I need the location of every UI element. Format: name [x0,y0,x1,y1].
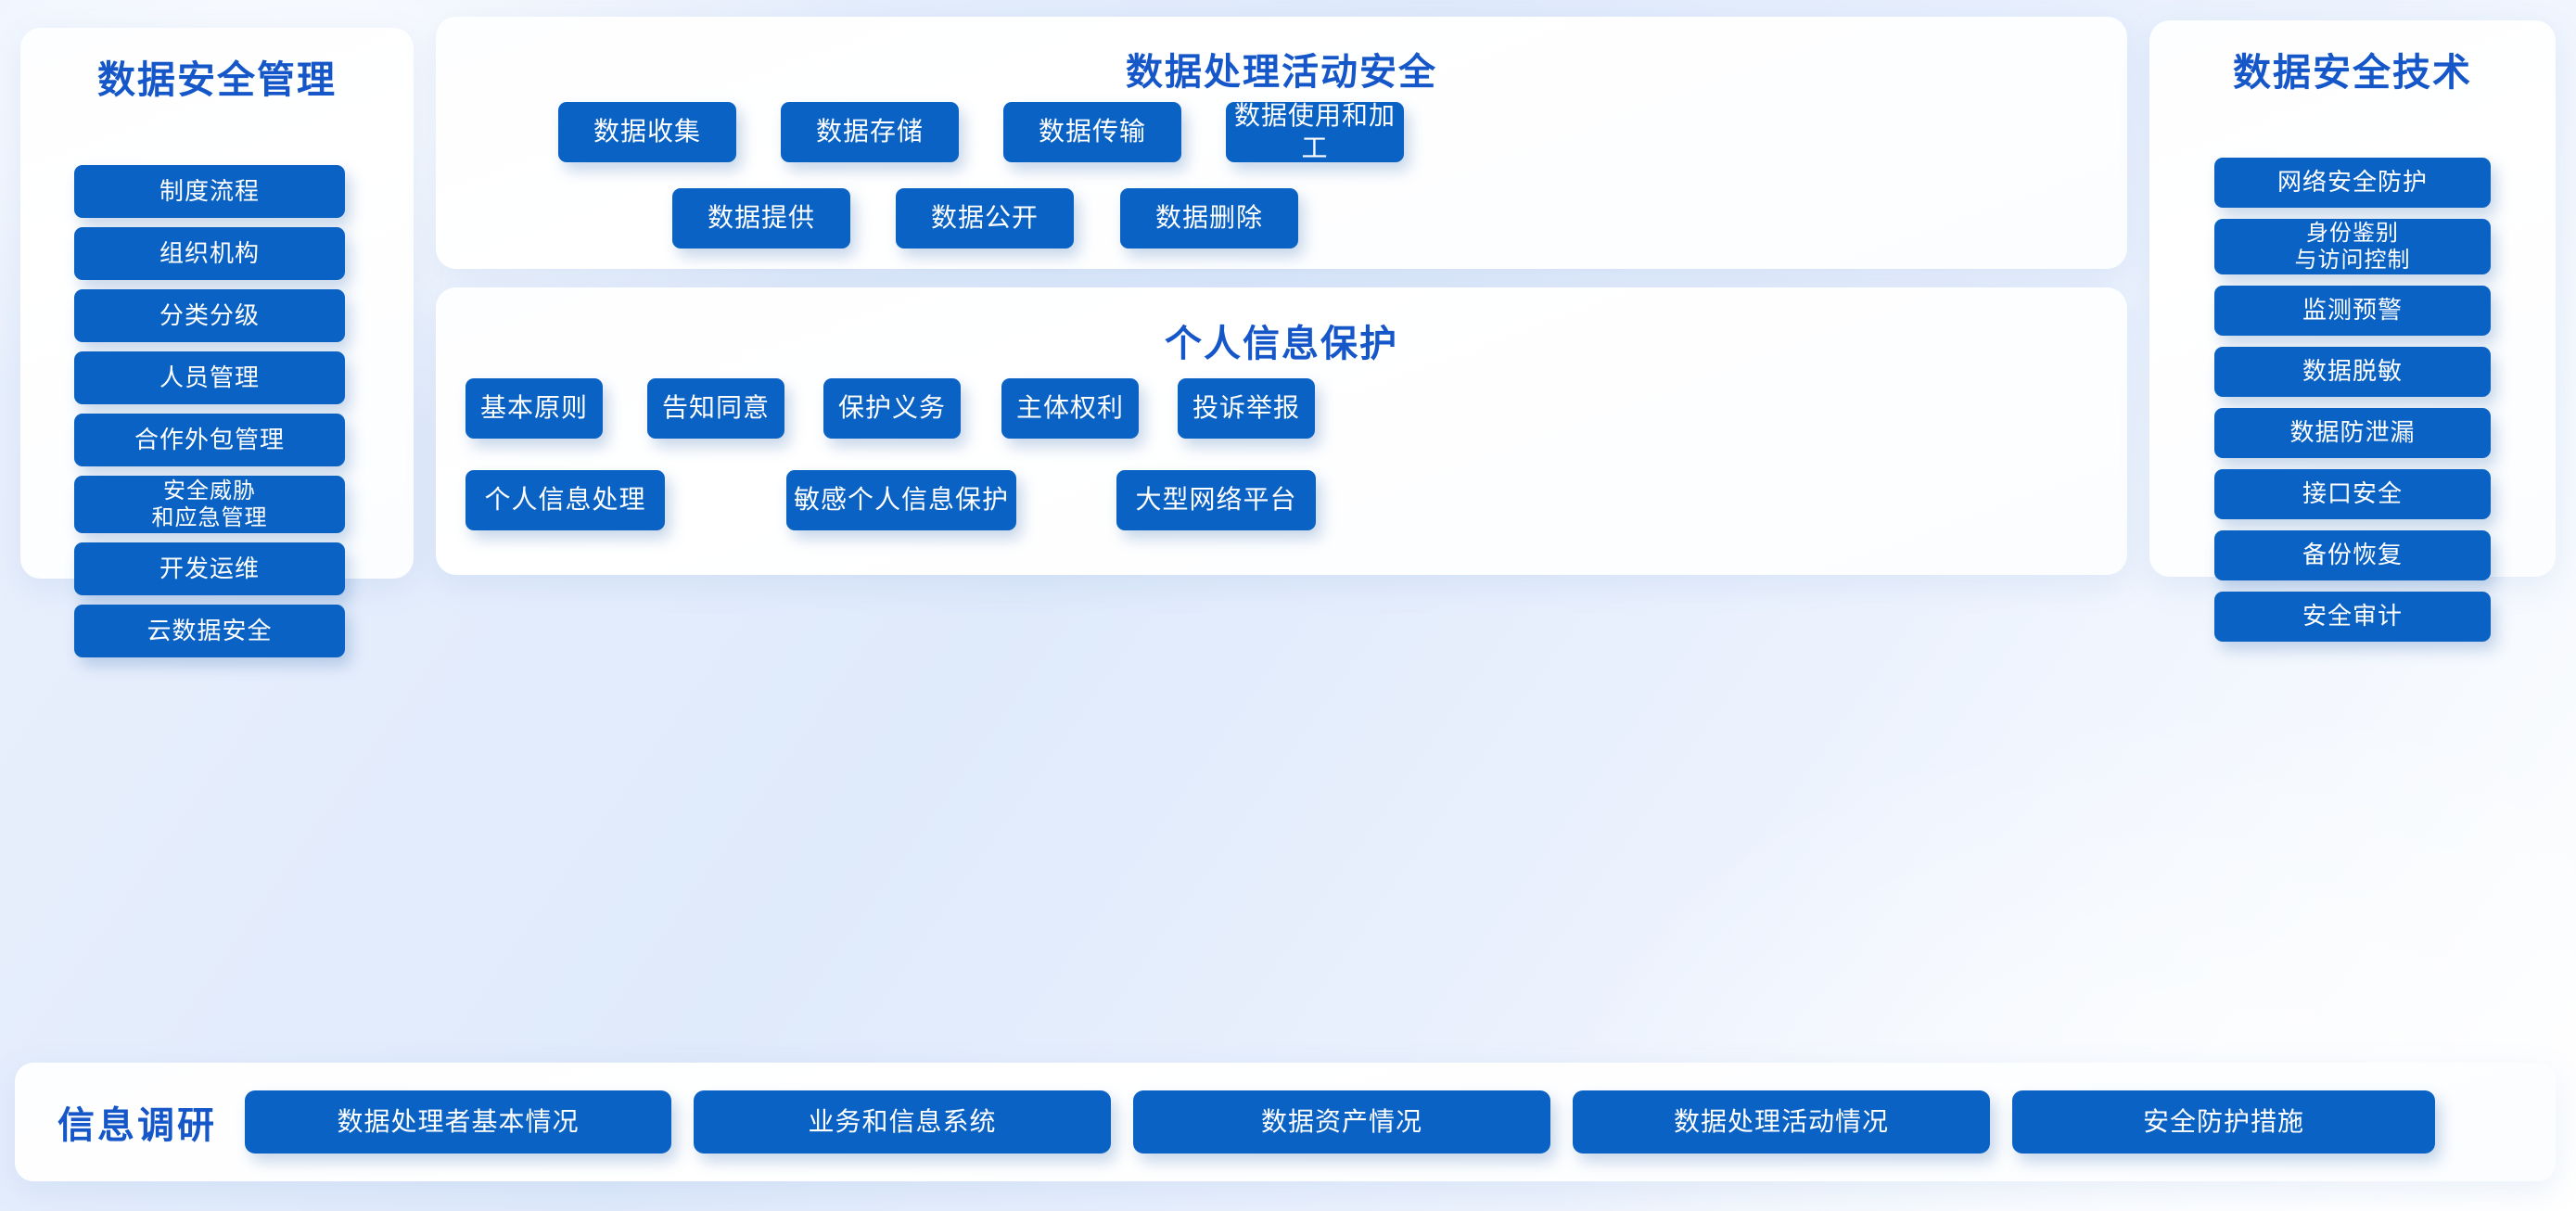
chip-system-process[interactable]: 制度流程 [74,165,345,218]
chip-outsourcing-management[interactable]: 合作外包管理 [74,414,345,466]
chip-organization[interactable]: 组织机构 [74,227,345,280]
chip-devops[interactable]: 开发运维 [74,542,345,595]
chip-data-leak-prevention[interactable]: 数据防泄漏 [2214,408,2491,458]
chip-data-processing-activity-status[interactable]: 数据处理活动情况 [1573,1090,1990,1154]
chip-network-security-protection[interactable]: 网络安全防护 [2214,158,2491,208]
chip-sensitive-personal-information-protection[interactable]: 敏感个人信息保护 [786,470,1016,530]
chip-data-masking[interactable]: 数据脱敏 [2214,347,2491,397]
chip-security-audit[interactable]: 安全审计 [2214,592,2491,642]
panel-data-security-management: 数据安全管理 制度流程 组织机构 分类分级 人员管理 合作外包管理 安全威胁 和… [20,28,414,657]
panel-title-personal-information-protection: 个人信息保护 [1165,324,1398,364]
chip-data-transmission[interactable]: 数据传输 [1003,102,1181,162]
panel-title-information-survey: 信息调研 [57,1105,217,1146]
chip-api-security[interactable]: 接口安全 [2214,469,2491,519]
chip-data-storage[interactable]: 数据存储 [781,102,959,162]
right-panel-chip-list: 网络安全防护 身份鉴别 与访问控制 监测预警 数据脱敏 数据防泄漏 接口安全 备… [2214,158,2491,653]
chip-data-collection[interactable]: 数据收集 [558,102,736,162]
chip-security-protection-measures[interactable]: 安全防护措施 [2012,1090,2435,1154]
panel-information-survey: 信息调研 数据处理者基本情况 业务和信息系统 数据资产情况 数据处理活动情况 安… [15,1063,2556,1181]
chip-data-use-processing[interactable]: 数据使用和加工 [1226,101,1404,162]
chip-data-deletion[interactable]: 数据删除 [1120,188,1298,249]
chip-notice-consent[interactable]: 告知同意 [647,378,784,439]
chip-personal-information-processing[interactable]: 个人信息处理 [465,470,665,530]
chip-complaints-reporting[interactable]: 投诉举报 [1178,378,1315,439]
panel-data-processing-activity-security: 数据处理活动安全 数据收集 数据存储 数据传输 数据使用和加工 数据提供 数据公… [436,17,2127,269]
panel-data-security-technology: 数据安全技术 网络安全防护 身份鉴别 与访问控制 监测预警 数据脱敏 数据防泄漏… [2149,20,2556,642]
left-panel-chip-list: 制度流程 组织机构 分类分级 人员管理 合作外包管理 安全威胁 和应急管理 开发… [74,165,345,667]
chip-data-provision[interactable]: 数据提供 [672,188,850,249]
chip-classification-grading[interactable]: 分类分级 [74,289,345,342]
chip-cloud-data-security[interactable]: 云数据安全 [74,605,345,657]
chip-threat-emergency-management[interactable]: 安全威胁 和应急管理 [74,476,345,533]
panel-personal-information-protection: 个人信息保护 基本原则 告知同意 保护义务 主体权利 投诉举报 个人信息处理 敏… [436,287,2127,575]
bottom-bar-chip-list: 数据处理者基本情况 业务和信息系统 数据资产情况 数据处理活动情况 安全防护措施 [245,1090,2435,1154]
panel-title-data-security-management: 数据安全管理 [97,58,337,101]
chip-protection-obligations[interactable]: 保护义务 [823,378,961,439]
chip-large-network-platform[interactable]: 大型网络平台 [1116,470,1316,530]
panel-title-data-security-technology: 数据安全技术 [2233,51,2472,94]
panel-title-data-processing-activity-security: 数据处理活动安全 [1126,52,1437,93]
chip-subject-rights[interactable]: 主体权利 [1001,378,1139,439]
chip-personnel-management[interactable]: 人员管理 [74,351,345,404]
chip-monitoring-alerting[interactable]: 监测预警 [2214,286,2491,336]
chip-identity-authentication-access-control[interactable]: 身份鉴别 与访问控制 [2214,219,2491,274]
chip-data-disclosure[interactable]: 数据公开 [896,188,1074,249]
chip-data-processor-basic-info[interactable]: 数据处理者基本情况 [245,1090,671,1154]
chip-data-asset-status[interactable]: 数据资产情况 [1133,1090,1550,1154]
chip-business-information-systems[interactable]: 业务和信息系统 [694,1090,1111,1154]
chip-basic-principles[interactable]: 基本原则 [465,378,603,439]
chip-backup-recovery[interactable]: 备份恢复 [2214,530,2491,580]
